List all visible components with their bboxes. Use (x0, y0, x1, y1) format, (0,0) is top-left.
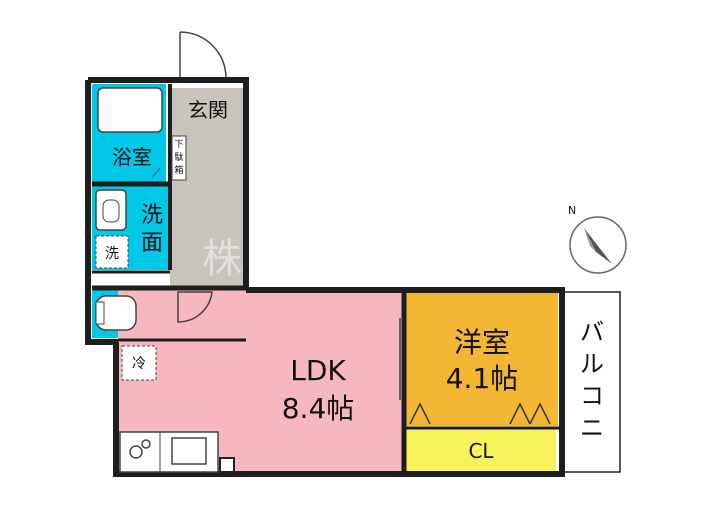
washer-space (95, 235, 129, 269)
toilet-tank (95, 301, 105, 325)
toilet-door (177, 291, 213, 323)
washer-label: 洗 (105, 246, 119, 262)
stove-burner (129, 445, 143, 459)
western-room-area (404, 290, 558, 426)
entrance-label: 玄関 (188, 98, 228, 122)
balcony-char-2: ル (580, 350, 604, 378)
basin-bowl (102, 199, 120, 223)
shoe-box-char-2: 駄 (174, 151, 183, 163)
shoe-box-char-3: 箱 (174, 164, 183, 176)
western-room-label: 洋室 (454, 326, 510, 359)
closet-area (406, 428, 556, 472)
shoe-box-char-1: 下 (174, 140, 183, 150)
compass: N (568, 204, 627, 274)
closet-doors (409, 402, 551, 425)
fridge-space (121, 345, 157, 381)
bathroom-label: 浴室 (112, 145, 152, 169)
kitchen-sink (171, 437, 207, 465)
balcony-char-1: バ (580, 318, 604, 346)
ldk-label: LDK (290, 354, 346, 387)
closet-label: CL (468, 439, 494, 463)
washroom-label-1: 洗 (141, 203, 163, 228)
watermark: 株 (202, 236, 242, 282)
western-room-size-label: 4.1帖 (446, 362, 519, 395)
balcony-char-3: コ (580, 382, 604, 410)
compass-north-label: N (568, 204, 576, 217)
balcony-label: バ ル コ ニ (580, 318, 604, 442)
bathtub (97, 87, 163, 133)
fridge-label: 冷 (132, 356, 146, 372)
entrance-door (179, 31, 227, 79)
washroom-label-2: 面 (141, 231, 163, 256)
kitchen-pillar (219, 457, 235, 473)
bath-door-mark (151, 167, 161, 179)
stove-burner (141, 439, 151, 449)
shoe-box (171, 135, 187, 181)
walls (85, 77, 565, 477)
balcony-char-4: ニ (580, 414, 604, 442)
ldk-size-label: 8.4帖 (282, 392, 355, 425)
